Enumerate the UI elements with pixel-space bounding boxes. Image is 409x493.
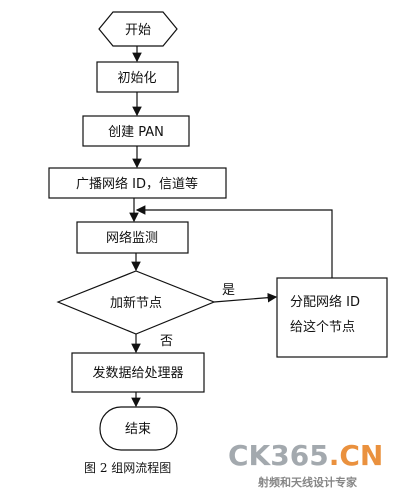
end-node: 结束 (99, 406, 178, 451)
svg-text:广播网络 ID，信道等: 广播网络 ID，信道等 (76, 176, 198, 192)
send-data-node: 发数据给处理器 (71, 352, 205, 393)
svg-text:CK365.CN: CK365.CN (228, 439, 383, 472)
svg-text:分配网络 ID: 分配网络 ID (290, 294, 360, 310)
watermark-subtitle: 射频和天线设计专家 (257, 475, 358, 489)
svg-text:发数据给处理器: 发数据给处理器 (92, 365, 183, 381)
edge-label-yes: 是 (222, 283, 235, 298)
svg-text:网络监测: 网络监测 (106, 230, 158, 246)
monitor-node: 网络监测 (76, 221, 189, 254)
svg-text:给这个节点: 给这个节点 (290, 319, 355, 335)
svg-text:开始: 开始 (125, 23, 151, 38)
svg-text:创建 PAN: 创建 PAN (108, 125, 164, 140)
edge-decision-yes (213, 292, 278, 303)
watermark-main-b: .CN (329, 439, 384, 472)
svg-text:结束: 结束 (125, 422, 151, 437)
broadcast-node: 广播网络 ID，信道等 (48, 167, 227, 199)
svg-text:加新节点: 加新节点 (110, 295, 162, 311)
init-node: 初始化 (96, 61, 179, 93)
decision-node: 加新节点 (56, 270, 216, 335)
watermark-main-a: CK365 (228, 439, 329, 472)
edge-assign-loop (135, 205, 333, 278)
start-node: 开始 (98, 11, 178, 47)
watermark-logo: CK365.CN 射频和天线设计专家 (228, 439, 383, 489)
edge-label-no: 否 (160, 334, 173, 349)
figure-caption: 图 2 组网流程图 (84, 460, 171, 475)
create-pan-node: 创建 PAN (82, 115, 190, 147)
svg-text:初始化: 初始化 (117, 71, 156, 86)
assign-id-node: 分配网络 ID 给这个节点 (276, 277, 388, 358)
